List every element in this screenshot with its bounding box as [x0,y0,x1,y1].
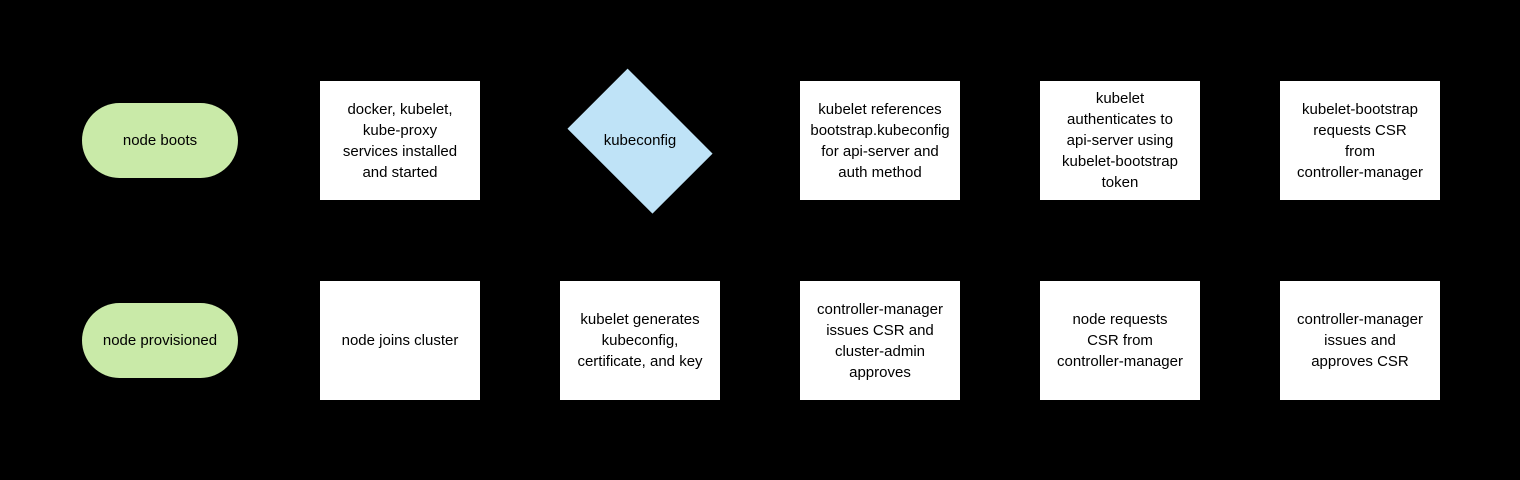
flow-node-node-requests-csr[interactable]: node requests CSR from controller-manage… [1040,281,1200,400]
flow-node-label-kubelet-references-bootstrap: kubelet references bootstrap.kubeconfig … [810,100,950,181]
flow-node-label-kubeconfig-decision: kubeconfig [603,132,677,149]
flow-node-kubelet-bootstrap-requests-csr[interactable]: kubelet-bootstrap requests CSR from cont… [1280,81,1440,200]
flow-node-label-node-requests-csr: node requests CSR from controller-manage… [1057,311,1183,370]
flow-node-label-kubelet-generates-kubeconfig: kubelet generates kubeconfig, certificat… [577,311,703,370]
flow-node-kubelet-authenticates[interactable]: kubelet authenticates to api-server usin… [1040,81,1200,200]
flow-node-label-kubelet-bootstrap-requests-csr: kubelet-bootstrap requests CSR from cont… [1297,100,1423,181]
flow-node-controller-manager-issues-csr[interactable]: controller-manager issues CSR and cluste… [800,281,960,400]
flow-node-label-controller-manager-approves-csr: controller-manager issues and approves C… [1297,311,1423,370]
flow-node-controller-manager-approves-csr[interactable]: controller-manager issues and approves C… [1280,281,1440,400]
flow-node-kubeconfig-decision[interactable]: kubeconfig [560,68,720,213]
flow-node-node-boots[interactable]: node boots [82,103,238,178]
flow-node-label-services-installed: docker, kubelet, kube-proxy services ins… [342,100,458,181]
flow-node-label-node-boots: node boots [122,132,198,149]
flow-node-label-kubelet-authenticates: kubelet authenticates to api-server usin… [1062,90,1178,191]
flow-node-node-provisioned[interactable]: node provisioned [82,303,238,378]
flow-node-services-installed[interactable]: docker, kubelet, kube-proxy services ins… [320,81,480,200]
flow-node-label-node-joins-cluster: node joins cluster [341,332,459,349]
flow-node-label-node-provisioned: node provisioned [102,332,218,349]
flow-node-kubelet-generates-kubeconfig[interactable]: kubelet generates kubeconfig, certificat… [560,281,720,400]
flow-node-label-controller-manager-issues-csr: controller-manager issues CSR and cluste… [817,300,943,381]
flow-node-kubelet-references-bootstrap[interactable]: kubelet references bootstrap.kubeconfig … [800,81,960,200]
flow-node-node-joins-cluster[interactable]: node joins cluster [320,281,480,400]
